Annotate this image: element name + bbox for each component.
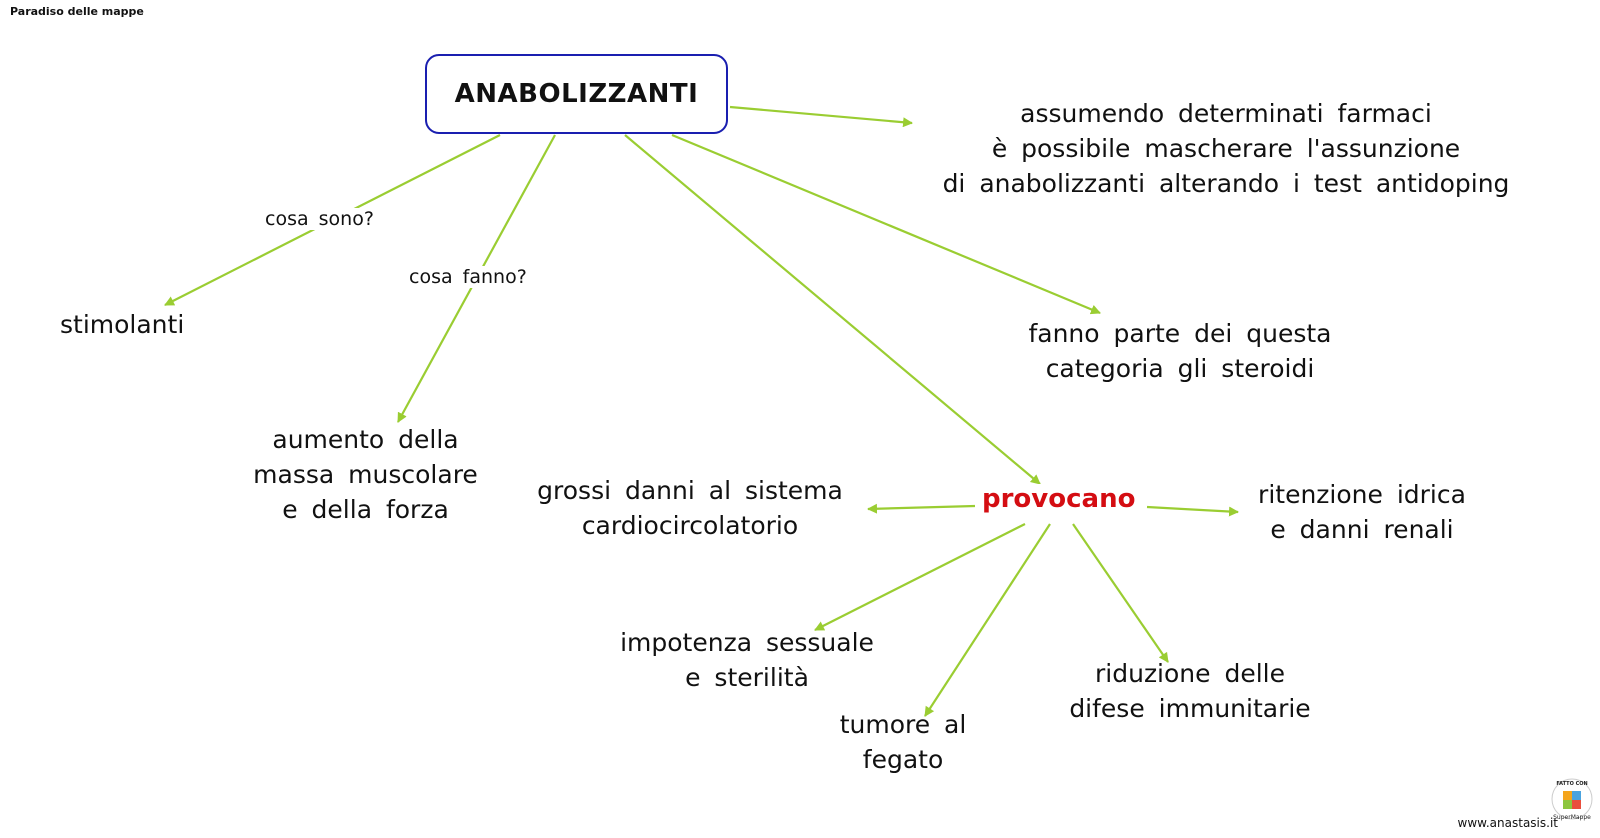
node-difese-immunitarie[interactable]: riduzione delle difese immunitarie [1055,656,1325,726]
node-steroidi[interactable]: fanno parte dei questa categoria gli ste… [1015,316,1345,386]
root-node-label: ANABOLIZZANTI [454,79,699,109]
hub-node-provocano[interactable]: provocano [978,484,1140,514]
node-line: aumento della [272,425,459,454]
node-line: e sterilità [685,663,809,692]
node-line: fanno parte dei questa [1028,319,1332,348]
node-line: e danni renali [1270,515,1454,544]
node-line: ritenzione idrica [1258,480,1466,509]
node-ritenzione-idrica[interactable]: ritenzione idrica e danni renali [1240,477,1484,547]
node-line: assumendo determinati farmaci [1020,99,1432,128]
node-aumento-massa[interactable]: aumento della massa muscolare e della fo… [243,422,488,527]
badge-text-bottom: SuperMappe [1553,814,1591,821]
badge-text-top: FATTO CON [1556,781,1587,787]
node-impotenza[interactable]: impotenza sessuale e sterilità [608,625,886,695]
root-node-anabolizzanti[interactable]: ANABOLIZZANTI [425,54,728,134]
node-tumore-fegato[interactable]: tumore al fegato [828,707,978,777]
header-title: Paradiso delle mappe [10,5,144,18]
node-stimolanti[interactable]: stimolanti [60,307,184,342]
node-line: e della forza [282,495,449,524]
edge-provocano-to-cardio [867,503,976,514]
node-line: categoria gli steroidi [1045,354,1315,383]
edge-root-to-mascherare [729,105,913,128]
node-line: è possibile mascherare l'assunzione [991,134,1461,163]
node-line: grossi danni al sistema [537,476,843,505]
edge-provocano-to-difese [1072,523,1169,663]
node-line: stimolanti [60,310,185,339]
node-line: riduzione delle [1095,659,1285,688]
node-line: cardiocircolatorio [581,511,799,540]
node-line: difese immunitarie [1069,694,1311,723]
footer-url[interactable]: www.anastasis.it [1457,816,1558,830]
node-line: tumore al [839,710,967,739]
link-label-cosa-fanno: cosa fanno? [405,266,531,288]
edge-provocano-to-tumore [924,523,1051,717]
node-line: massa muscolare [253,460,478,489]
node-line: impotenza sessuale [620,628,874,657]
node-mascherare-test[interactable]: assumendo determinati farmaci è possibil… [910,96,1542,201]
node-line: fegato [862,745,944,774]
link-label-cosa-sono: cosa sono? [261,208,378,230]
edge-provocano-to-ritenzione [1146,505,1239,517]
node-line: di anabolizzanti alterando i test antido… [942,169,1510,198]
node-danni-cardio[interactable]: grossi danni al sistema cardiocircolator… [520,473,860,543]
supermappe-badge-icon: FATTO CON SuperMappe [1551,778,1593,821]
